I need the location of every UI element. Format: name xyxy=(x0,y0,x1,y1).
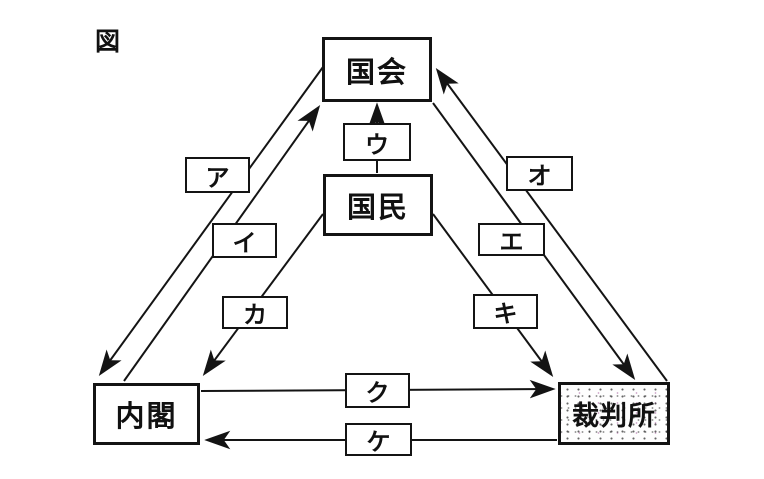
arrow-ka-kokumin-to-naikaku xyxy=(202,213,324,376)
label-box-i: イ xyxy=(212,223,277,258)
label-a: ア xyxy=(205,164,230,192)
label-e: エ xyxy=(499,229,524,256)
label-box-a: ア xyxy=(185,157,250,193)
label-ke: ケ xyxy=(366,429,391,456)
node-box-kokkai: 国会 xyxy=(322,37,432,102)
label-u: ウ xyxy=(365,131,389,159)
label-box-ka: カ xyxy=(222,296,288,329)
label-ka: カ xyxy=(243,302,267,329)
node-box-saibansho: 裁判所 xyxy=(558,382,670,445)
figure-label: 図 xyxy=(95,28,121,56)
label-box-o: オ xyxy=(506,156,573,191)
node-box-naikaku: 内閣 xyxy=(93,383,200,445)
label-box-ke: ケ xyxy=(345,423,412,456)
label-box-ki: キ xyxy=(473,294,538,329)
arrow-a-kokkai-to-naikaku xyxy=(98,66,324,377)
label-box-ku: ク xyxy=(345,373,410,408)
node-label-naikaku: 内閣 xyxy=(115,401,178,433)
node-label-kokumin: 国民 xyxy=(346,192,409,224)
node-label-kokkai: 国会 xyxy=(345,56,408,89)
arrow-o-saibansho-to-kokkai xyxy=(435,68,668,382)
label-ku: ク xyxy=(365,380,390,407)
label-box-e: エ xyxy=(478,223,545,256)
node-box-kokumin: 国民 xyxy=(323,174,433,236)
label-i: イ xyxy=(232,230,257,257)
node-label-saibansho: 裁判所 xyxy=(572,401,656,431)
label-o: オ xyxy=(527,163,552,190)
label-ki: キ xyxy=(493,301,518,328)
label-box-u: ウ xyxy=(343,123,411,161)
